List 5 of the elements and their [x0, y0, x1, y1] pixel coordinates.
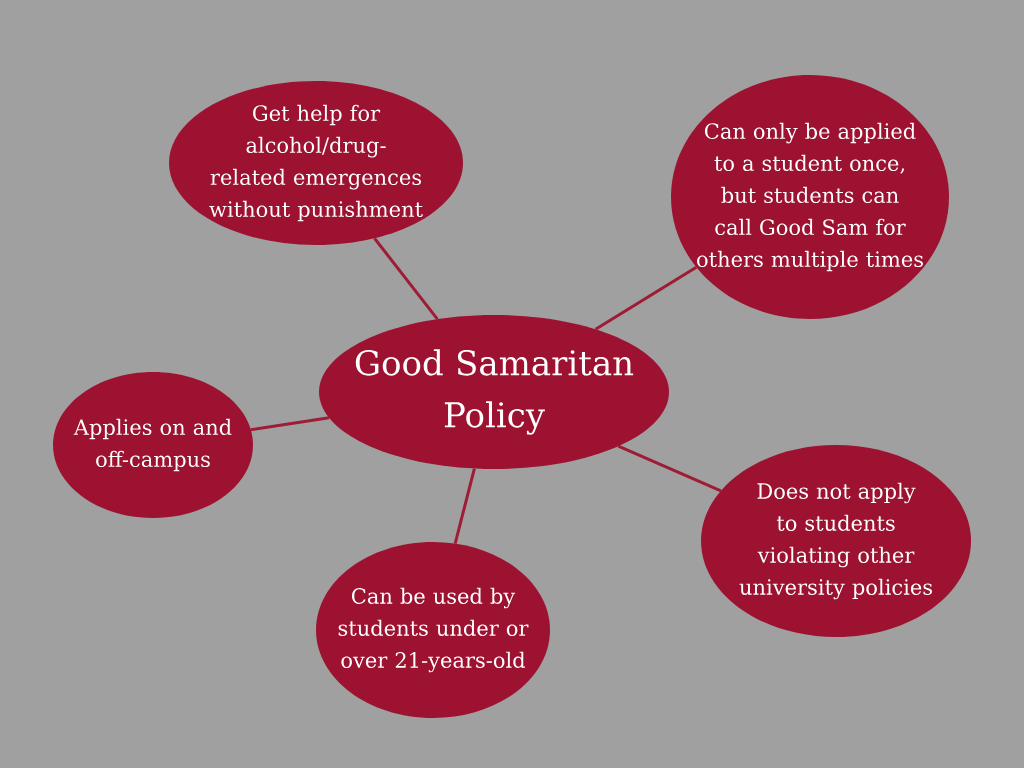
connector-line	[594, 265, 698, 331]
connector-line	[617, 444, 722, 493]
connector-line	[453, 468, 476, 544]
connector-line	[250, 416, 330, 432]
connector-line	[373, 237, 439, 321]
